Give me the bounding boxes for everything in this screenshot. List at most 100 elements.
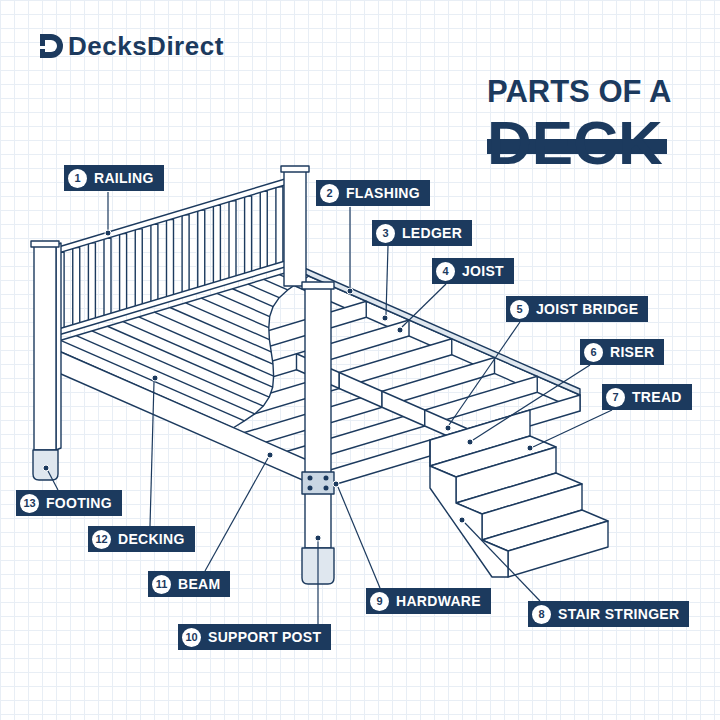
- callout-box: 10 SUPPORT POST: [178, 624, 331, 650]
- railing: [167, 220, 174, 298]
- leader-dot: [459, 517, 465, 523]
- callout-number: 7: [612, 392, 618, 403]
- title: PARTS OF A DECK: [487, 50, 687, 174]
- railing: [45, 258, 295, 339]
- leader-dot: [267, 452, 273, 458]
- logo-icon: [40, 34, 63, 58]
- callout-box: 6 RISER: [580, 339, 664, 365]
- footing: [33, 450, 58, 480]
- leader-dot: [152, 375, 158, 381]
- callout-box: 2 FLASHING: [316, 180, 430, 206]
- railing: [73, 248, 80, 326]
- part-name: DECKING: [118, 532, 185, 546]
- decking: [217, 293, 270, 316]
- leader-dot: [333, 481, 339, 487]
- stair-stringer: [430, 440, 508, 577]
- decking: [186, 303, 270, 340]
- footing: [33, 450, 58, 480]
- decking: [170, 308, 271, 352]
- leader-line: [317, 541, 318, 624]
- callout-box: 11 BEAM: [148, 571, 230, 597]
- callout-number: 13: [23, 498, 35, 509]
- railing: [260, 191, 267, 269]
- part-name: JOIST BRIDGE: [536, 302, 638, 316]
- beam: [45, 345, 330, 492]
- leader-line: [386, 246, 388, 315]
- railing: [245, 196, 252, 274]
- callout-box: 12 DECKING: [88, 526, 195, 552]
- part-name: HARDWARE: [396, 594, 481, 608]
- railing-post: [56, 243, 61, 450]
- callout-number: 5: [516, 304, 522, 315]
- hardware: [324, 486, 328, 490]
- leader-line: [150, 382, 154, 526]
- callout-circle: 6: [584, 343, 603, 362]
- callout-circle: 11: [152, 575, 171, 594]
- part-name: FOOTING: [46, 496, 112, 510]
- stairs: [430, 410, 608, 577]
- decking: [201, 298, 269, 328]
- leader-line: [338, 487, 380, 588]
- railing-post: [284, 170, 306, 286]
- railing: [45, 176, 295, 339]
- callout-number: 2: [326, 188, 332, 199]
- callout-box: 4 JOIST: [432, 258, 514, 284]
- part-name: TREAD: [632, 390, 682, 404]
- part-name: BEAM: [178, 577, 220, 591]
- part-name: JOIST: [462, 264, 504, 278]
- leader-line: [107, 192, 108, 230]
- callout-box: 13 FOOTING: [16, 490, 122, 516]
- railing-post: [31, 166, 309, 450]
- railing: [213, 205, 220, 283]
- beam: [45, 345, 330, 492]
- hardware: [302, 472, 334, 494]
- stair-stringer: [430, 440, 508, 577]
- callout-circle: 13: [20, 494, 39, 513]
- joist-bridge: [382, 391, 425, 426]
- callout-number: 6: [590, 347, 596, 358]
- callout-box: 5 JOIST BRIDGE: [506, 296, 648, 322]
- callout-number: 11: [156, 579, 168, 590]
- support-post: [302, 282, 334, 289]
- railing: [198, 210, 205, 288]
- support-post: [305, 288, 331, 548]
- callout-box: 8STAIR STRINGER: [528, 601, 689, 627]
- leader-dot: [105, 230, 111, 236]
- callout-circle: 1: [68, 169, 87, 188]
- callout-number: 4: [442, 266, 448, 277]
- callout-box: 9HARDWARE: [366, 588, 491, 614]
- callout-box: 1 RAILING: [64, 165, 164, 191]
- part-name: FLASHING: [346, 186, 420, 200]
- railing: [276, 187, 283, 265]
- railing: [229, 201, 236, 279]
- callout-number: 1: [74, 173, 80, 184]
- callout-circle: 10: [182, 628, 201, 647]
- leader-line: [205, 458, 268, 571]
- railing: [151, 224, 158, 302]
- hardware: [308, 476, 312, 480]
- railing: [135, 229, 142, 307]
- deck-illustration: [31, 166, 608, 584]
- callout-number: 12: [95, 534, 107, 545]
- decking: [233, 289, 274, 307]
- railing-post: [34, 245, 56, 450]
- leader-dot: [397, 327, 403, 333]
- part-name: RAILING: [94, 171, 154, 185]
- leader-line: [449, 322, 520, 425]
- hardware: [308, 486, 312, 490]
- leader-line: [349, 207, 350, 288]
- leader-dot: [315, 535, 321, 541]
- part-name: RISER: [610, 345, 654, 359]
- callout-circle: 5: [510, 300, 529, 319]
- callout-circle: 2: [320, 184, 339, 203]
- railing: [104, 238, 111, 316]
- decking: [139, 317, 274, 376]
- part-name: SUPPORT POST: [208, 630, 321, 644]
- leader-dot: [382, 315, 388, 321]
- logo-icon: [40, 34, 63, 58]
- railing-post: [31, 241, 59, 247]
- decking: [248, 284, 279, 298]
- leader-line: [533, 410, 612, 447]
- callout-number: 10: [185, 632, 197, 643]
- hardware: [302, 472, 334, 494]
